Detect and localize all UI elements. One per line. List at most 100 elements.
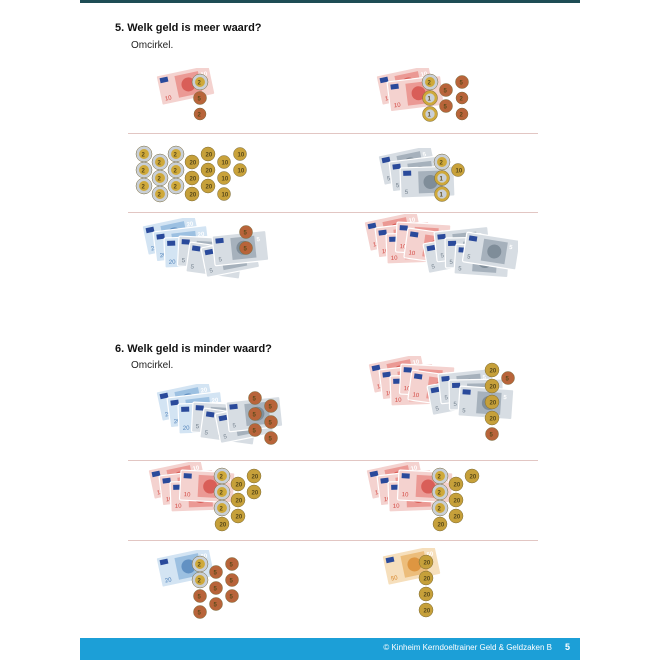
money-picture-q6-r2-left[interactable]: 1010101010101010222202020202020	[142, 462, 320, 536]
svg-text:5: 5	[223, 434, 228, 441]
svg-text:5: 5	[230, 563, 234, 569]
coin-5c: 5	[239, 225, 253, 239]
money-picture-q5-r3-left[interactable]: 2020202020205555555555	[136, 218, 286, 300]
svg-text:20: 20	[490, 417, 497, 423]
svg-text:10: 10	[184, 492, 192, 498]
svg-text:2: 2	[142, 169, 146, 175]
coin-2e: 2	[151, 153, 169, 171]
coin-2e: 2	[167, 161, 185, 179]
coin-5c: 5	[264, 431, 278, 445]
svg-text:5: 5	[214, 603, 218, 609]
coin-20c: 20	[484, 394, 500, 410]
svg-text:2: 2	[460, 97, 464, 103]
coin-2e: 2	[191, 73, 209, 91]
divider	[128, 133, 538, 134]
svg-text:5: 5	[444, 395, 449, 401]
svg-text:20: 20	[206, 185, 213, 191]
coin-20c: 20	[418, 554, 434, 570]
svg-text:2: 2	[220, 507, 224, 513]
svg-text:10: 10	[384, 496, 392, 503]
question-5-instruction: Omcirkel.	[131, 40, 174, 51]
svg-text:20: 20	[424, 593, 431, 599]
svg-text:5: 5	[462, 408, 466, 414]
top-bar	[80, 0, 580, 3]
svg-text:20: 20	[438, 523, 445, 529]
money-picture-q5-r1-right[interactable]: 1010101021155522	[370, 68, 500, 130]
coin-2e: 2	[213, 499, 231, 517]
svg-text:10: 10	[382, 248, 390, 255]
footer-copyright: © Kinheim Kerndoeltrainer Geld & Geldzak…	[383, 643, 552, 652]
coin-20c: 20	[484, 362, 500, 378]
coin-20c: 20	[230, 476, 246, 492]
svg-text:5: 5	[386, 176, 391, 183]
coin-20c: 20	[246, 468, 262, 484]
svg-text:10: 10	[410, 465, 418, 472]
coin-20c: 20	[418, 586, 434, 602]
money-picture-q5-r3-right[interactable]: 101010101010101010105555555555	[358, 214, 518, 306]
svg-text:10: 10	[402, 492, 410, 498]
svg-text:10: 10	[386, 390, 394, 397]
coin-5c: 5	[193, 605, 207, 619]
svg-text:20: 20	[490, 369, 497, 375]
svg-text:5: 5	[198, 595, 202, 601]
svg-text:5: 5	[269, 437, 273, 443]
coin-2e: 2	[421, 73, 439, 91]
coin-5c: 5	[248, 423, 262, 437]
coin-20c: 20	[214, 516, 230, 532]
money-picture-q5-r2-right[interactable]: 55555521110	[372, 148, 492, 204]
svg-text:20: 20	[220, 523, 227, 529]
coin-2c: 2	[455, 107, 469, 121]
money-picture-q6-r1-left[interactable]: 20202020202055555555555555	[150, 384, 285, 454]
svg-text:10: 10	[408, 217, 416, 224]
money-picture-q5-r1-left[interactable]: 1010252	[150, 68, 270, 130]
coin-5c: 5	[264, 415, 278, 429]
divider	[128, 540, 538, 541]
divider	[128, 212, 538, 213]
svg-text:5: 5	[214, 587, 218, 593]
svg-text:10: 10	[456, 169, 463, 175]
svg-text:2: 2	[158, 193, 162, 199]
svg-text:5: 5	[190, 264, 195, 270]
money-picture-q6-r1-right[interactable]: 10101010101010101010555555552020202055	[362, 356, 527, 456]
coin-5c: 5	[193, 91, 207, 105]
question-6-instruction: Omcirkel.	[131, 360, 174, 371]
svg-text:5: 5	[198, 611, 202, 617]
coin-5c: 5	[248, 407, 262, 421]
svg-text:10: 10	[395, 398, 403, 404]
coin-5c: 5	[439, 99, 453, 113]
coin-10c: 10	[217, 155, 231, 169]
svg-text:20: 20	[183, 426, 191, 432]
svg-text:20: 20	[252, 475, 259, 481]
svg-text:2: 2	[438, 475, 442, 481]
svg-text:20: 20	[206, 169, 213, 175]
coin-20c: 20	[184, 170, 200, 186]
svg-text:10: 10	[404, 386, 412, 392]
coin-2e: 2	[431, 499, 449, 517]
svg-text:2: 2	[438, 507, 442, 513]
coin-10c: 10	[217, 171, 231, 185]
svg-text:2: 2	[142, 185, 146, 191]
money-picture-q6-r2-right[interactable]: 10101010101010102222020202020	[360, 462, 530, 536]
svg-text:1: 1	[428, 97, 432, 103]
svg-text:20: 20	[190, 193, 197, 199]
svg-text:5: 5	[396, 183, 401, 189]
svg-text:5: 5	[503, 395, 507, 401]
svg-text:5: 5	[422, 152, 427, 159]
coin-10c: 10	[233, 147, 247, 161]
coin-1e: 1	[434, 170, 450, 186]
svg-text:2: 2	[440, 161, 444, 167]
svg-text:5: 5	[253, 413, 257, 419]
svg-text:20: 20	[490, 401, 497, 407]
svg-text:5: 5	[269, 421, 273, 427]
svg-text:5: 5	[509, 245, 514, 252]
svg-text:20: 20	[454, 515, 461, 521]
svg-text:5: 5	[453, 402, 457, 408]
svg-text:5: 5	[244, 247, 248, 253]
svg-text:5: 5	[482, 375, 487, 381]
coin-5c: 5	[209, 597, 223, 611]
coin-5c: 5	[501, 371, 515, 385]
coin-5c: 5	[485, 427, 499, 441]
